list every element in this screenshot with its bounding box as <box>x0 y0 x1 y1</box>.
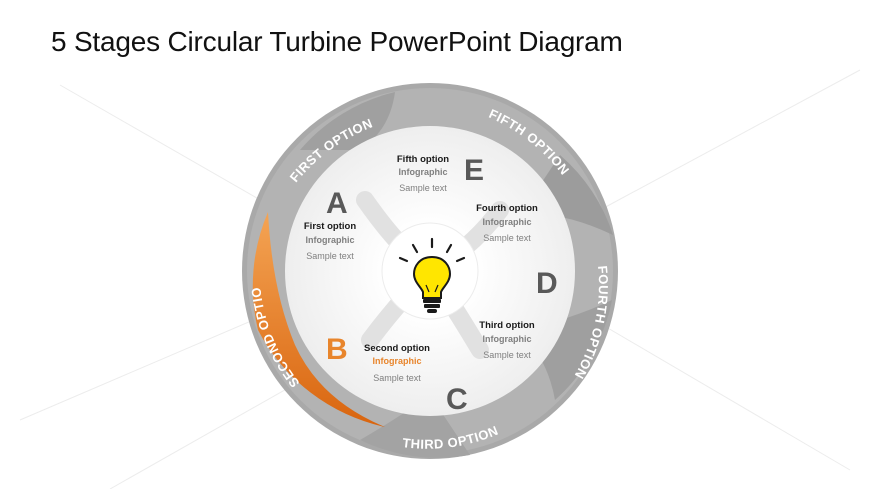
blade-first <box>300 92 395 150</box>
option-e: Fifth option Infographic Sample text <box>397 154 449 193</box>
blade-third <box>360 395 470 458</box>
option-b-text: Sample text <box>373 373 421 383</box>
option-c: Third option Infographic Sample text <box>479 320 535 360</box>
option-d-text: Sample text <box>483 233 531 243</box>
option-a-title: First option <box>304 221 356 232</box>
option-d-sub: Infographic <box>483 217 532 227</box>
option-a-text: Sample text <box>306 251 354 261</box>
page-title: 5 Stages Circular Turbine PowerPoint Dia… <box>51 26 623 57</box>
option-a: First option Infographic Sample text <box>304 221 356 261</box>
option-d-title: Fourth option <box>476 203 538 214</box>
option-e-title: Fifth option <box>397 154 449 165</box>
letter-c: C <box>446 383 468 416</box>
option-c-text: Sample text <box>483 350 531 360</box>
segment-second <box>252 212 385 427</box>
option-b-title: Second option <box>364 343 430 354</box>
option-b-sub: Infographic <box>373 356 422 366</box>
option-a-sub: Infographic <box>306 235 355 245</box>
letter-e: E <box>464 154 484 187</box>
option-e-sub: Infographic <box>399 167 448 177</box>
letter-b: B <box>326 333 348 366</box>
letter-d: D <box>536 267 558 300</box>
lightbulb-icon <box>398 237 466 313</box>
option-e-text: Sample text <box>399 183 447 193</box>
letter-a: A <box>326 187 348 220</box>
option-b: Second option Infographic Sample text <box>364 343 430 383</box>
option-c-sub: Infographic <box>483 334 532 344</box>
option-c-title: Third option <box>479 320 535 331</box>
blade-fifth <box>520 155 613 235</box>
option-d: Fourth option Infographic Sample text <box>476 203 538 243</box>
